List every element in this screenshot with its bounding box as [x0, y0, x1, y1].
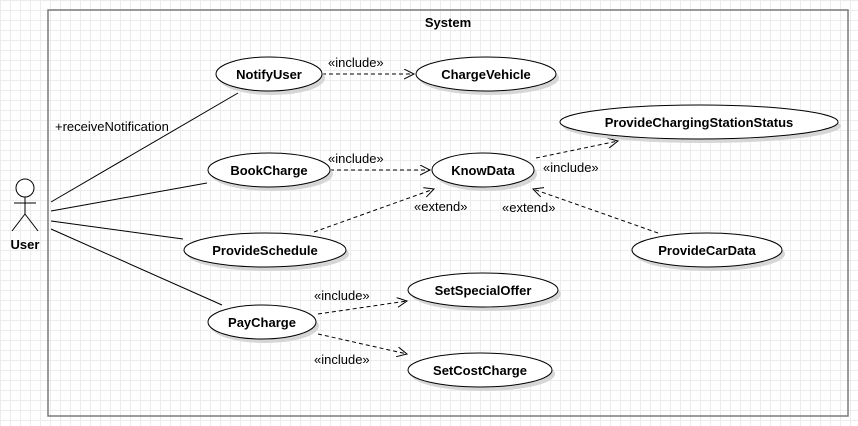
use-case-book-charge-label: BookCharge: [230, 163, 307, 178]
use-case-book-charge[interactable]: BookCharge: [207, 152, 333, 191]
label-include-book-know: «include»: [328, 151, 384, 166]
use-case-pay-charge-label: PayCharge: [228, 315, 296, 330]
use-case-pay-charge[interactable]: PayCharge: [207, 304, 319, 343]
use-case-charge-vehicle-label: ChargeVehicle: [441, 67, 531, 82]
system-title: System: [425, 15, 471, 30]
use-case-provide-schedule-label: ProvideSchedule: [212, 243, 317, 258]
label-include-pay-offer: «include»: [314, 288, 370, 303]
label-include-pay-cost: «include»: [314, 352, 370, 367]
use-case-set-special-offer[interactable]: SetSpecialOffer: [407, 272, 561, 311]
use-case-set-cost-charge-label: SetCostCharge: [433, 363, 527, 378]
use-case-notify-user[interactable]: NotifyUser: [215, 56, 325, 95]
use-case-know-data-label: KnowData: [451, 163, 515, 178]
use-case-provide-car-data-label: ProvideCarData: [658, 243, 756, 258]
use-case-notify-user-label: NotifyUser: [236, 67, 302, 82]
use-case-set-special-offer-label: SetSpecialOffer: [435, 283, 532, 298]
system-boundary[interactable]: System: [47, 9, 849, 417]
label-extend-schedule-know: «extend»: [414, 199, 468, 214]
extend-arrow-schedule-know[interactable]: [313, 189, 434, 233]
include-arrow-pay-offer[interactable]: [317, 301, 407, 315]
include-arrow-know-status[interactable]: [535, 141, 618, 159]
use-case-set-cost-charge[interactable]: SetCostCharge: [407, 352, 555, 391]
association-user-bookcharge[interactable]: [50, 182, 208, 212]
association-user-provideschedule[interactable]: [50, 220, 184, 240]
use-case-provide-car-data[interactable]: ProvideCarData: [631, 232, 785, 271]
include-arrow-pay-cost[interactable]: [317, 333, 407, 354]
actor-user-label: User: [11, 237, 40, 252]
use-case-know-data[interactable]: KnowData: [431, 152, 537, 191]
use-case-charge-vehicle[interactable]: ChargeVehicle: [415, 56, 559, 95]
actor-user[interactable]: User: [11, 178, 40, 252]
association-user-notifyuser[interactable]: [50, 92, 239, 203]
label-receive-notification: +receiveNotification: [55, 119, 169, 134]
use-case-provide-charging-station-status[interactable]: ProvideChargingStationStatus: [559, 104, 841, 143]
use-case-provide-schedule[interactable]: ProvideSchedule: [183, 232, 349, 271]
association-user-paycharge[interactable]: [50, 228, 223, 306]
label-extend-car-know: «extend»: [502, 200, 556, 215]
extend-arrow-car-know[interactable]: [533, 189, 659, 234]
label-include-notify-charge: «include»: [328, 55, 384, 70]
label-include-know-status: «include»: [543, 160, 599, 175]
use-case-provide-charging-station-status-label: ProvideChargingStationStatus: [605, 115, 794, 130]
